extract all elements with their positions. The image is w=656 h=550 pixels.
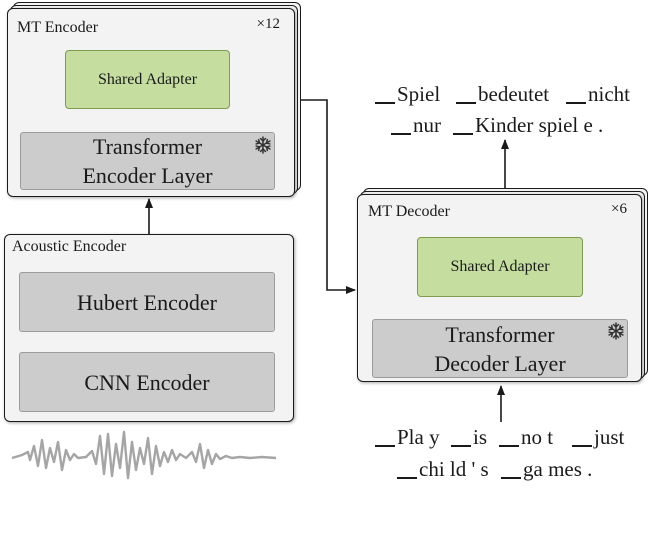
- input-token-line-1: Pla y is no t just: [374, 425, 624, 550]
- input-token: ga mes .: [523, 457, 593, 481]
- mt-encoder-repeat-count: ×12: [256, 16, 280, 32]
- waveform-icon: [11, 430, 277, 480]
- input-token: no t: [521, 425, 554, 449]
- output-token: Spiel: [397, 82, 441, 106]
- mt-decoder-shared-adapter-label: Shared Adapter: [450, 258, 550, 275]
- mt-encoder-title: MT Encoder: [17, 19, 99, 36]
- input-token: Pla y: [397, 425, 440, 449]
- snowflake-icon: [255, 136, 271, 154]
- mt-decoder-repeat-count: ×6: [611, 201, 627, 217]
- mt-decoder-layer-label-line1: Transformer: [445, 321, 555, 347]
- mt-decoder-title: MT Decoder: [368, 203, 450, 220]
- acoustic-encoder-panel: Acoustic Encoder Hubert Encoder CNN Enco…: [4, 234, 294, 422]
- mt-encoder-panel: MT Encoder ×12 Shared Adapter Transforme…: [7, 8, 295, 197]
- mt-encoder-layer-label-line1: Transformer: [92, 134, 203, 159]
- connector-arrows: [145, 99, 509, 422]
- output-token: nicht: [588, 82, 630, 106]
- input-token: just: [594, 425, 625, 449]
- mt-decoder-layer-label-line2: Decoder Layer: [434, 350, 566, 376]
- output-token: Kinder spiel e .: [475, 113, 604, 137]
- mt-encoder-shared-adapter: Shared Adapter: [65, 50, 230, 109]
- input-token-line-2: chi ld ' s ga mes .: [396, 457, 592, 532]
- mt-decoder-panel: MT Decoder ×6 Shared Adapter Transformer…: [357, 194, 642, 382]
- mt-decoder-shared-adapter: Shared Adapter: [417, 237, 583, 297]
- acoustic-encoder-title: Acoustic Encoder: [12, 238, 127, 255]
- output-token-line-1: Spiel bedeutet nicht: [374, 82, 630, 182]
- output-token: bedeutet: [478, 82, 550, 106]
- mt-decoder-transformer-layer: Transformer Decoder Layer: [372, 319, 628, 378]
- input-token: chi ld ' s: [419, 457, 489, 481]
- output-word-marks: [375, 102, 592, 479]
- hubert-encoder-block: Hubert Encoder: [19, 272, 275, 332]
- snowflake-icon: [608, 322, 624, 340]
- mt-encoder-shared-adapter-label: Shared Adapter: [97, 70, 198, 88]
- input-token: is: [473, 425, 488, 449]
- cnn-encoder-label: CNN Encoder: [84, 369, 210, 395]
- cnn-encoder-block: CNN Encoder: [19, 352, 275, 412]
- output-token: nur: [413, 113, 441, 137]
- mt-encoder-transformer-layer: Transformer Encoder Layer: [20, 132, 275, 190]
- hubert-encoder-label: Hubert Encoder: [77, 289, 217, 315]
- mt-encoder-layer-label-line2: Encoder Layer: [82, 163, 213, 188]
- output-token-line-2: nur Kinder spiel e .: [390, 113, 603, 188]
- encoder-to-decoder-arrow: [299, 99, 356, 294]
